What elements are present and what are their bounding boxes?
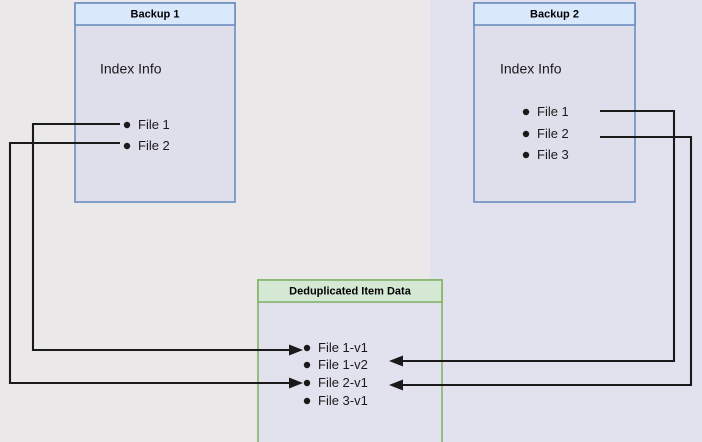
connector-path (400, 135, 693, 387)
backup2-title: Backup 2 (530, 8, 579, 20)
dedup-item-file-2-v1[interactable]: File 2-v1 (303, 375, 368, 390)
arrowhead-icon (289, 344, 303, 356)
connector-backup1-file2-to-file2v1 (8, 141, 303, 389)
backup2-body (473, 2, 636, 203)
bullet-icon (303, 397, 311, 405)
bullet-icon (522, 151, 530, 159)
arrowhead-icon (289, 377, 303, 389)
dedup-item-label: File 2-v1 (318, 375, 368, 390)
backup2-item-file-1[interactable]: File 1 (522, 104, 569, 119)
bullet-icon (522, 130, 530, 138)
dedup-title: Deduplicated Item Data (289, 285, 412, 297)
backup1-item-file-2[interactable]: File 2 (123, 138, 170, 153)
backup1-item-label: File 2 (138, 138, 170, 153)
backup2-item-label: File 3 (537, 147, 569, 162)
bullet-icon (303, 344, 311, 352)
backup2-header-bar (473, 2, 636, 26)
bullet-icon (303, 379, 311, 387)
dedup-item-file-3-v1[interactable]: File 3-v1 (303, 393, 368, 408)
backup1-body (74, 2, 236, 203)
dedup-item-file-1-v2[interactable]: File 1-v2 (303, 357, 368, 372)
backup2-item-label: File 2 (537, 126, 569, 141)
bullet-icon (522, 108, 530, 116)
bullet-icon (123, 142, 131, 150)
backup2-item-label: File 1 (537, 104, 569, 119)
bullet-icon (303, 361, 311, 369)
node-backup2[interactable]: Backup 2 Index Info File 1 File 2 File 3 (473, 2, 636, 203)
backup1-section-label: Index Info (100, 61, 162, 77)
connector-backup2-file2-to-file2v1 (389, 135, 693, 391)
dedup-item-label: File 1-v2 (318, 357, 368, 372)
connector-backup2-file1-to-file1v2 (389, 109, 676, 367)
dedup-item-label: File 1-v1 (318, 340, 368, 355)
backup1-item-label: File 1 (138, 117, 170, 132)
arrowhead-icon (389, 379, 403, 391)
backup1-title: Backup 1 (131, 8, 180, 20)
backup1-item-file-1[interactable]: File 1 (123, 117, 170, 132)
dedup-header-bar (257, 279, 443, 303)
connector-backup1-file1-to-file1v1 (31, 122, 303, 356)
arrowhead-icon (389, 355, 403, 367)
bullet-icon (123, 121, 131, 129)
node-backup1[interactable]: Backup 1 Index Info File 1 File 2 (74, 2, 236, 203)
backup1-header-bar (74, 2, 236, 26)
connector-path (400, 109, 676, 363)
connector-path (8, 141, 292, 385)
dedup-item-label: File 3-v1 (318, 393, 368, 408)
backup2-item-file-2[interactable]: File 2 (522, 126, 569, 141)
dedup-item-file-1-v1[interactable]: File 1-v1 (303, 340, 368, 355)
backup2-item-file-3[interactable]: File 3 (522, 147, 569, 162)
backup2-section-label: Index Info (500, 61, 562, 77)
connector-path (31, 122, 292, 352)
